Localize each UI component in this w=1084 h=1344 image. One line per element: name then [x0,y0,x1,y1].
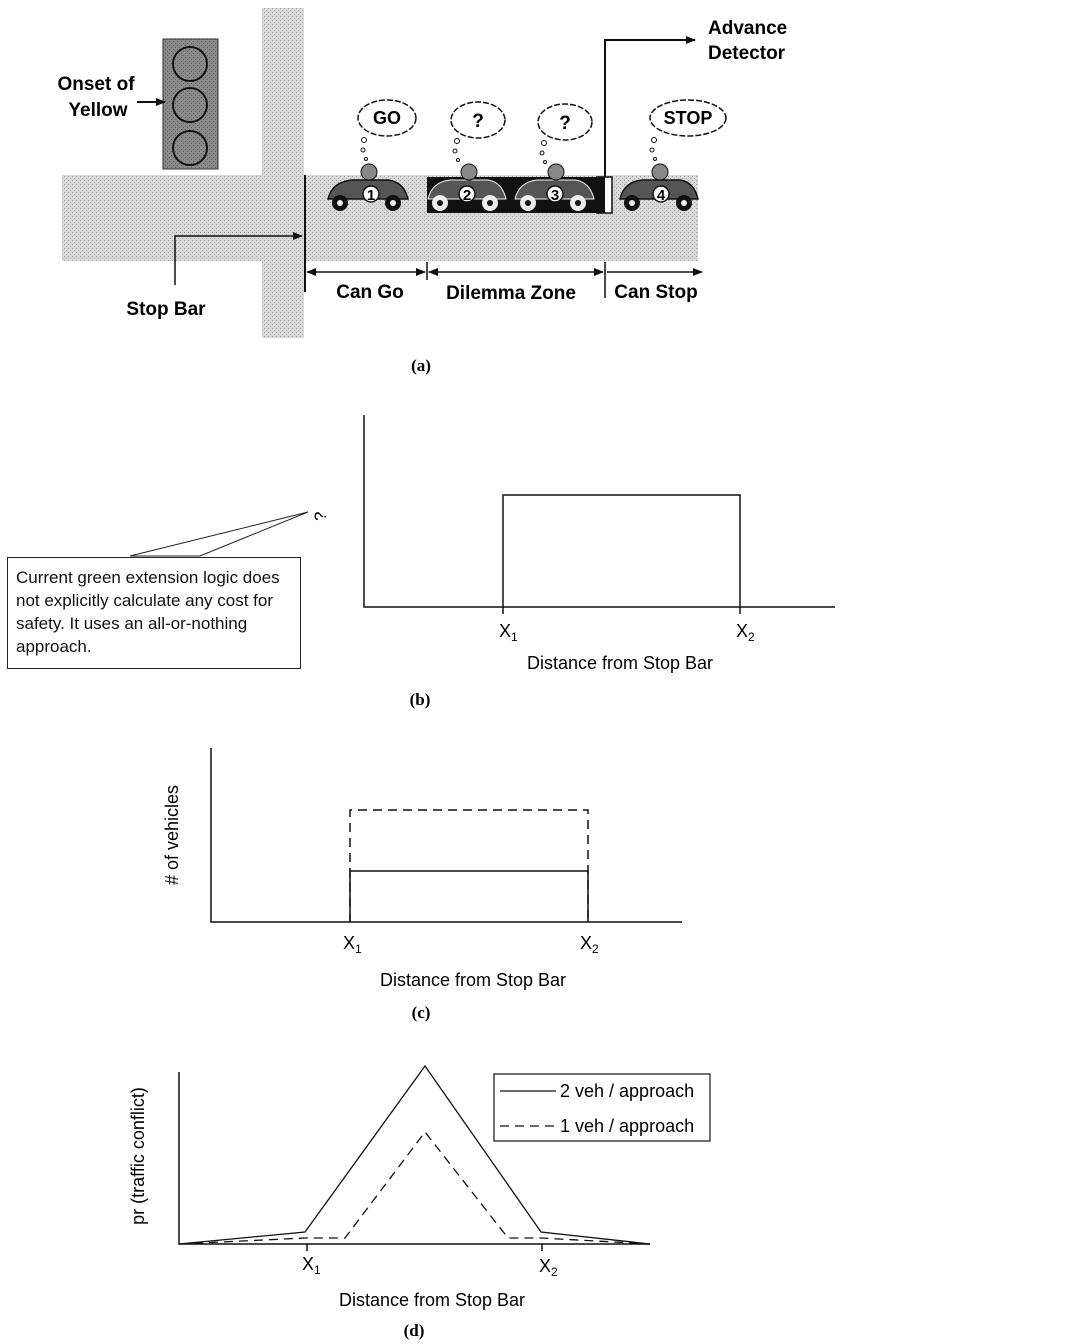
can-stop-label: Can Stop [614,282,697,303]
car-4-number: 4 [657,187,666,204]
car-2-icon [427,163,507,211]
traffic-signal-icon [162,38,219,170]
panel-b: ? X1 X2 Distance from Stop Bar (b) [129,415,835,709]
thought-question-1: ? [472,111,484,132]
axes-c [210,748,682,923]
car-2-number: 2 [463,187,471,204]
advance-detector-label-line1: Advance [708,18,787,39]
thought-bubble-4 [649,99,727,161]
advance-detector-arrow [604,36,696,178]
stop-bar-label: Stop Bar [126,299,206,320]
x1-subscript-d: 1 [314,1263,321,1277]
caption-a: (a) [411,356,431,375]
thought-go: GO [373,108,401,128]
panel-d: 2 veh / approach 1 veh / approach pr (tr… [128,1064,711,1340]
car-1-number: 1 [367,187,375,204]
tick-label-x2-c: X2 [580,933,599,956]
ylabel-d: pr (traffic conflict) [128,1087,148,1225]
xlabel-b: Distance from Stop Bar [527,653,713,673]
series-2veh-d [178,1064,651,1245]
car-1-icon [327,163,409,211]
vertical-road [262,8,304,338]
car-3-number: 3 [551,187,559,204]
onset-of-yellow-label-line2: Yellow [68,100,127,121]
x2-subscript-b: 2 [748,630,755,644]
axes-b [363,415,835,608]
panel-c: # of vehicles X1 X2 Distance from Stop B… [162,748,682,1022]
x1-letter-d: X [302,1254,314,1274]
car-4-icon [619,163,699,211]
series-1veh-d [178,1130,651,1245]
x1-subscript-c: 1 [355,942,362,956]
xlabel-c: Distance from Stop Bar [380,970,566,990]
x2-subscript-c: 2 [592,942,599,956]
question-mark-b: ? [311,512,330,521]
step-function-b [502,494,741,607]
ylabel-c: # of vehicles [162,785,182,885]
thought-stop: STOP [664,108,713,128]
caption-b: (b) [410,690,431,709]
stop-bar-pointer [174,232,303,285]
legend-label-1veh: 1 veh / approach [560,1116,694,1136]
can-go-label: Can Go [336,282,404,303]
callout-box: Current green extension logic does not e… [7,557,301,669]
xlabel-d: Distance from Stop Bar [339,1290,525,1310]
thought-bubble-3 [537,103,593,164]
thought-bubble-2 [450,101,506,162]
x2-letter-c: X [580,933,592,953]
advance-detector-label-line2: Detector [708,43,786,64]
callout-pointer [129,511,309,557]
x2-letter-b: X [736,621,748,641]
panel-a: Onset of Yellow Advance Detector [57,8,787,375]
series-solid-c [349,870,589,922]
x1-letter-b: X [499,621,511,641]
x2-subscript-d: 2 [551,1265,558,1279]
x2-letter-d: X [539,1256,551,1276]
thought-question-2: ? [559,113,571,134]
series-dashed-c [349,809,589,922]
onset-of-yellow-label-line1: Onset of [57,74,135,95]
tick-label-x2-b: X2 [736,621,755,644]
car-3-icon [514,163,595,211]
caption-d: (d) [404,1321,425,1340]
legend-label-2veh: 2 veh / approach [560,1081,694,1101]
tick-label-x1-b: X1 [499,621,518,644]
x1-subscript-b: 1 [511,630,518,644]
legend-d: 2 veh / approach 1 veh / approach [493,1073,711,1142]
dilemma-zone-label: Dilemma Zone [446,283,576,304]
legend-box-d [493,1073,711,1142]
tick-label-x1-d: X1 [302,1254,321,1277]
tick-label-x2-d: X2 [539,1256,558,1279]
tick-label-x1-c: X1 [343,933,362,956]
caption-c: (c) [412,1003,431,1022]
thought-bubble-1 [357,99,417,161]
x1-letter-c: X [343,933,355,953]
